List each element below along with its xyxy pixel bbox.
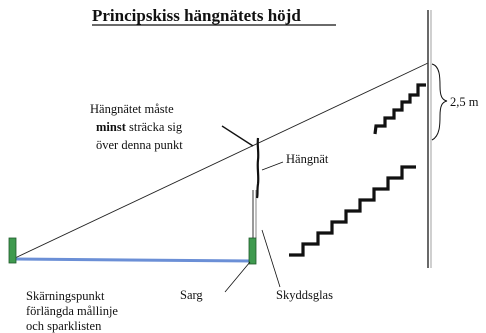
diagram-title: Principskiss hängnätets höjd	[92, 6, 301, 25]
note-line-2-rest: sträcka sig	[126, 120, 183, 134]
note-arrow	[221, 125, 254, 147]
intersection-label-1: Skärningspunkt	[26, 289, 105, 303]
hanging-net	[255, 137, 260, 199]
ice-line	[14, 257, 254, 263]
note-line-2: minst sträcka sig	[96, 120, 183, 134]
note-bold-word: minst	[96, 120, 127, 134]
height-label: 2,5 m	[450, 95, 479, 109]
intersection-label-3: och sparklisten	[26, 319, 102, 333]
height-brace	[431, 63, 448, 141]
stands-stairs-lower	[289, 165, 416, 257]
net-leader	[261, 161, 284, 171]
intersection-label-2: förlängda mållinje	[26, 304, 118, 318]
stands-stairs-upper	[373, 83, 426, 135]
note-line-1: Hängnätet måste	[90, 102, 174, 116]
left-post	[8, 237, 17, 264]
board-post	[248, 237, 257, 265]
sight-line	[14, 62, 429, 259]
board-label: Sarg	[180, 288, 203, 302]
glass-label: Skyddsglas	[276, 288, 333, 302]
note-line-3: över denna punkt	[96, 138, 183, 152]
net-label: Hängnät	[286, 152, 329, 166]
glass-leader	[261, 229, 281, 288]
board-leader	[224, 261, 251, 293]
